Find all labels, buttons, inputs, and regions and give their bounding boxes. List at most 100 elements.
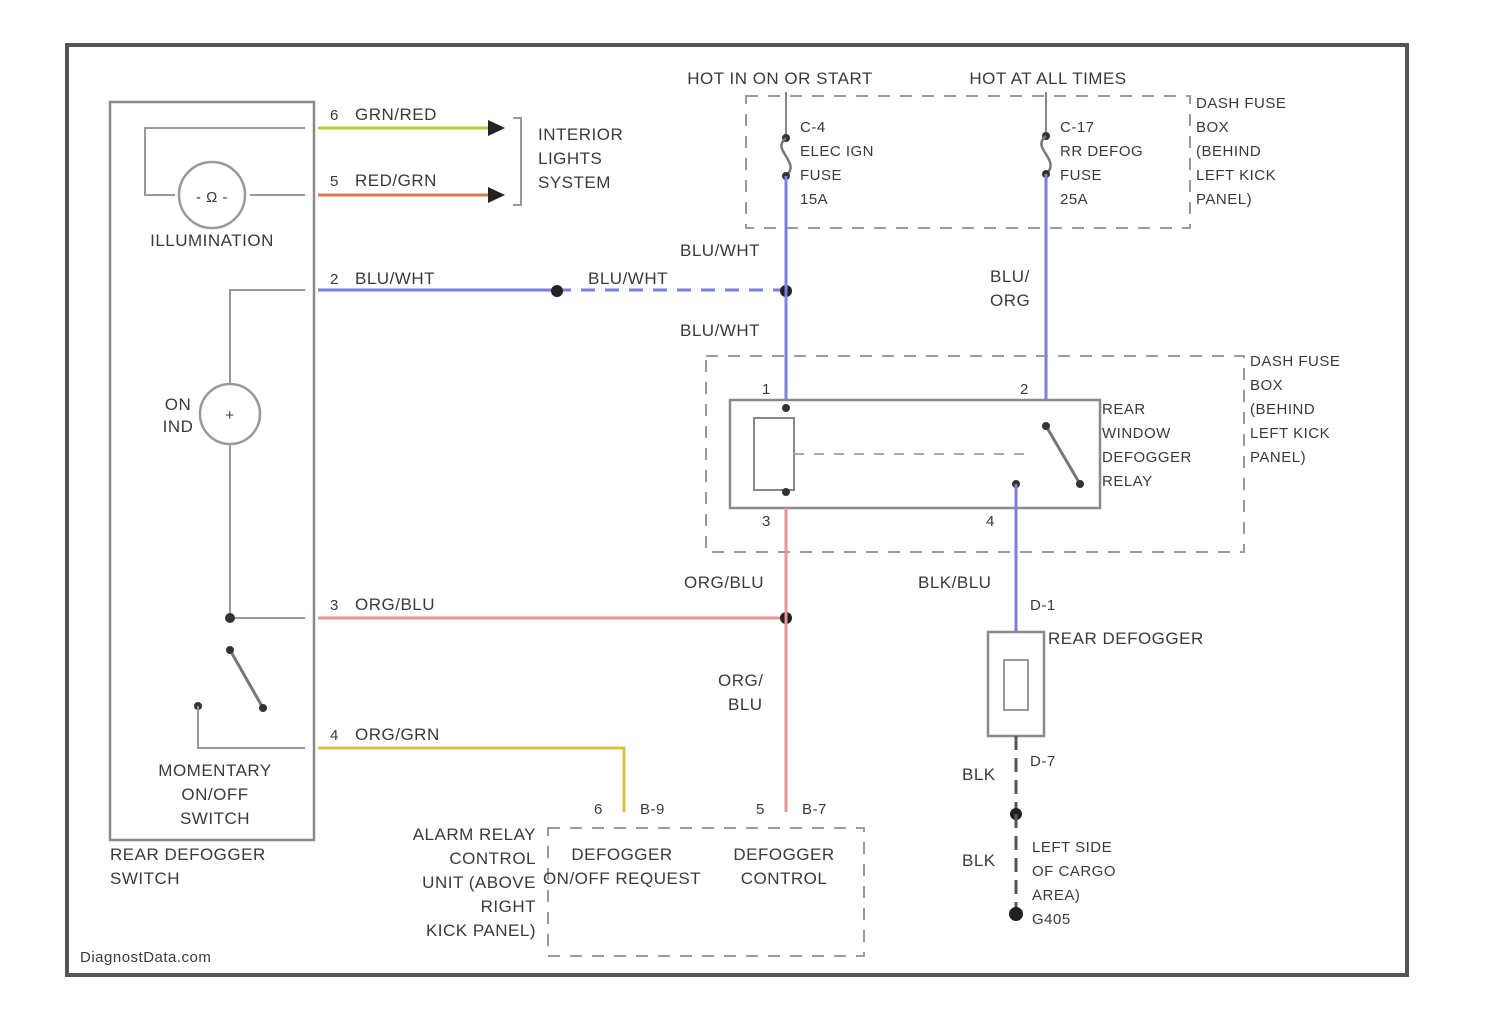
momentary-lead: [198, 706, 305, 748]
label-org-blu-v2: BLU: [728, 695, 763, 714]
alarm-label-3: UNIT (ABOVE: [422, 873, 536, 892]
relay-pin-1: 1: [762, 381, 771, 398]
arrow-grn-red: [488, 120, 505, 136]
fuse1-type: FUSE: [800, 167, 842, 184]
alarm-req-2: ON/OFF REQUEST: [543, 869, 701, 888]
relay-contact-dot-2: [1076, 480, 1084, 488]
defogger-element: [1004, 660, 1028, 710]
fuse1-rating: 15A: [800, 191, 828, 208]
hot-all-label: HOT AT ALL TIMES: [969, 69, 1126, 88]
label-blu-org-2: ORG: [990, 291, 1030, 310]
relay-box-label-5: PANEL): [1250, 449, 1306, 466]
momentary-label-3: SWITCH: [180, 809, 250, 828]
interior-label-1: INTERIOR: [538, 125, 623, 144]
interior-label-3: SYSTEM: [538, 173, 611, 192]
switch-pin-2: 2: [330, 271, 339, 288]
relay-name-3: DEFOGGER: [1102, 449, 1192, 466]
relay-pin-2: 2: [1020, 381, 1029, 398]
fusebox-top-label-1: DASH FUSE: [1196, 95, 1286, 112]
fuse2-id: C-17: [1060, 119, 1095, 136]
relay-contact-blade: [1046, 426, 1080, 484]
illumination-label: ILLUMINATION: [150, 231, 274, 250]
switch-body: [110, 102, 314, 840]
relay-pin-3: 3: [762, 513, 771, 530]
label-grn-red: GRN/RED: [355, 105, 437, 124]
switch-pin-6: 6: [330, 107, 339, 124]
relay-box-label-3: (BEHIND: [1250, 401, 1315, 418]
alarm-req-1: DEFOGGER: [571, 845, 672, 864]
label-blu-org-1: BLU/: [990, 267, 1030, 286]
alarm-pin-ctrl: 5: [756, 801, 765, 818]
fuse1-element: [781, 138, 790, 176]
fuse1-name: ELEC IGN: [800, 143, 874, 160]
momentary-switch-contact: [226, 646, 234, 654]
watermark: DiagnostData.com: [80, 949, 211, 966]
indicator-label-1: ON: [165, 395, 192, 414]
fuse2-type: FUSE: [1060, 167, 1102, 184]
fusebox-top-label-2: BOX: [1196, 119, 1229, 136]
fusebox-top: [746, 96, 1190, 228]
defogger-conn-bot: D-7: [1030, 753, 1056, 770]
fuse1-id: C-4: [800, 119, 826, 136]
momentary-label-2: ON/OFF: [181, 785, 248, 804]
fuse2-name: RR DEFOG: [1060, 143, 1143, 160]
ground-label-2: OF CARGO: [1032, 863, 1116, 880]
defogger-name: REAR DEFOGGER: [1048, 629, 1204, 648]
label-org-blu-2: ORG/BLU: [684, 573, 764, 592]
label-blk-2: BLK: [962, 851, 996, 870]
momentary-switch-contact-2: [259, 704, 267, 712]
indicator-led-symbol: +: [225, 407, 234, 424]
fuse2-element: [1041, 136, 1050, 174]
relay-name-1: REAR: [1102, 401, 1146, 418]
switch-pin-3: 3: [330, 597, 339, 614]
indicator-wire: [230, 290, 305, 618]
label-blu-wht-4: BLU/WHT: [680, 321, 760, 340]
relay-contact-dot: [1042, 422, 1050, 430]
switch-pin-4: 4: [330, 727, 339, 744]
alarm-label-2: CONTROL: [449, 849, 536, 868]
defogger-conn-top: D-1: [1030, 597, 1056, 614]
relay-name-2: WINDOW: [1102, 425, 1171, 442]
interior-label-2: LIGHTS: [538, 149, 602, 168]
defogger-grid: [988, 632, 1044, 736]
switch-name-1: REAR DEFOGGER: [110, 845, 266, 864]
alarm-conn-ctrl: B-7: [802, 801, 827, 818]
momentary-label-1: MOMENTARY: [158, 761, 271, 780]
relay-box-label-1: DASH FUSE: [1250, 353, 1340, 370]
switch-pin-5: 5: [330, 173, 339, 190]
fusebox-top-label-4: LEFT KICK: [1196, 167, 1276, 184]
wire-org-grn: [318, 748, 624, 812]
alarm-ctrl-2: CONTROL: [741, 869, 828, 888]
hot-run-label: HOT IN ON OR START: [687, 69, 873, 88]
fusebox-top-label-5: PANEL): [1196, 191, 1252, 208]
fusebox-top-label-3: (BEHIND: [1196, 143, 1261, 160]
ground-point: [1009, 907, 1023, 921]
diagram-frame: [67, 45, 1407, 975]
fuse2-rating: 25A: [1060, 191, 1088, 208]
relay-pin3-dot: [782, 488, 790, 496]
alarm-label-4: RIGHT: [481, 897, 536, 916]
relay-box-label-4: LEFT KICK: [1250, 425, 1330, 442]
interior-bracket: [513, 118, 521, 205]
label-org-grn: ORG/GRN: [355, 725, 440, 744]
arrow-red-grn: [488, 187, 505, 203]
indicator-label-2: IND: [163, 417, 194, 436]
label-blk-1: BLK: [962, 765, 996, 784]
label-org-blu: ORG/BLU: [355, 595, 435, 614]
label-blu-wht-1: BLU/WHT: [355, 269, 435, 288]
relay-pin1-dot: [782, 404, 790, 412]
ground-label-1: LEFT SIDE: [1032, 839, 1112, 856]
label-blu-wht-2: BLU/WHT: [588, 269, 668, 288]
relay-pin-4: 4: [986, 513, 995, 530]
relay-box-label-2: BOX: [1250, 377, 1283, 394]
relay-name-4: RELAY: [1102, 473, 1153, 490]
label-org-blu-v1: ORG/: [718, 671, 763, 690]
illumination-bulb-symbol: - Ω -: [196, 189, 228, 206]
ground-label-4: G405: [1032, 911, 1071, 928]
illumination-loop: [145, 128, 305, 195]
alarm-label-5: KICK PANEL): [426, 921, 536, 940]
alarm-pin-req: 6: [594, 801, 603, 818]
alarm-ctrl-1: DEFOGGER: [733, 845, 834, 864]
junction-blu-wht-1: [551, 285, 563, 297]
alarm-conn-req: B-9: [640, 801, 665, 818]
